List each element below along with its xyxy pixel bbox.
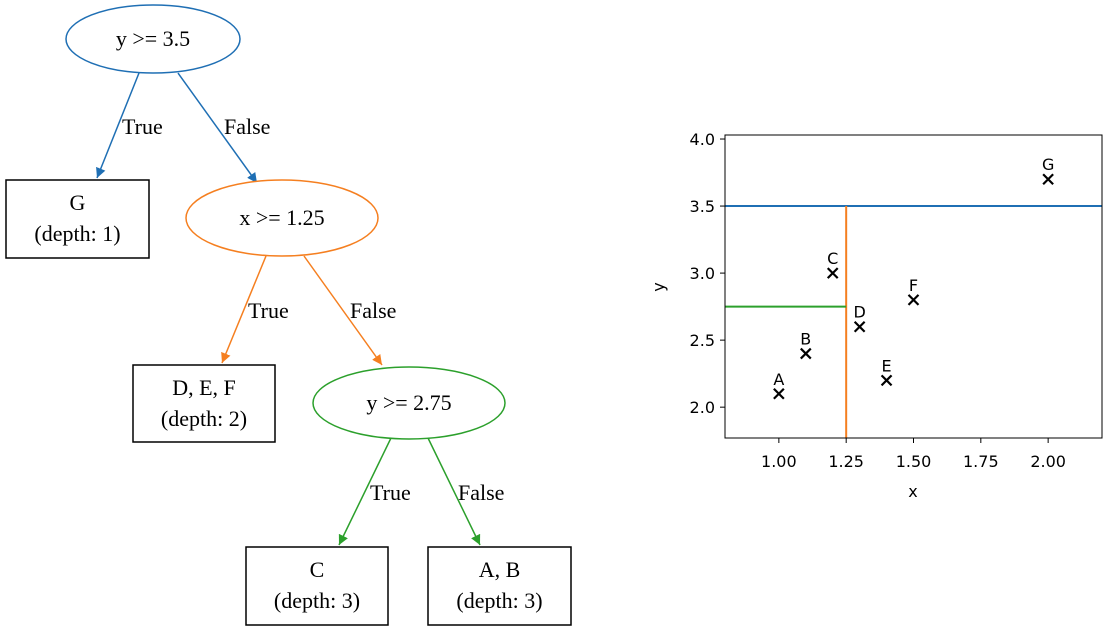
leaf-node-G-depth: (depth: 1) xyxy=(34,221,120,246)
chart-x-axis-label: x xyxy=(908,482,917,501)
point-label-A: A xyxy=(773,370,784,389)
split-node-root-label: y >= 3.5 xyxy=(116,26,190,51)
x-tick-label: 1.00 xyxy=(761,452,797,471)
edge-n3-to-leafC xyxy=(338,437,392,546)
edge-n2-to-n3 xyxy=(303,255,383,366)
chart-x-ticks: 1.00 1.25 1.50 1.75 2.00 xyxy=(761,438,1066,471)
x-tick-label: 1.50 xyxy=(896,452,932,471)
point-marker-F xyxy=(907,294,920,306)
edge-n3-to-leafAB xyxy=(427,437,481,546)
point-label-E: E xyxy=(882,356,892,375)
point-marker-G xyxy=(1042,173,1054,186)
split-node-2: x >= 1.25 xyxy=(185,179,379,257)
x-tick-label: 2.00 xyxy=(1030,452,1066,471)
y-tick-label: 2.0 xyxy=(690,398,715,417)
decision-tree: True False True False True False y >= 3.… xyxy=(5,4,572,626)
leaf-node-DEF: D, E, F (depth: 2) xyxy=(132,364,276,443)
split-node-root: y >= 3.5 xyxy=(65,4,241,74)
edge-root-to-n2 xyxy=(177,72,258,184)
data-point-B: B xyxy=(800,330,812,360)
leaf-node-C: C (depth: 3) xyxy=(245,546,389,626)
y-tick-label: 3.0 xyxy=(690,264,715,283)
leaf-node-G: G (depth: 1) xyxy=(5,179,150,259)
point-label-B: B xyxy=(800,330,811,349)
edge-label-n2-false: False xyxy=(350,298,396,323)
edge-label-n2-true: True xyxy=(248,298,289,323)
x-tick-label: 1.25 xyxy=(828,452,864,471)
data-point-D: D xyxy=(853,303,866,333)
chart-y-axis-label: y xyxy=(649,282,668,291)
y-tick-label: 3.5 xyxy=(690,197,715,216)
tree-edges: True False True False True False xyxy=(96,72,504,546)
chart-points: A B C D E F G xyxy=(773,155,1054,400)
leaf-node-AB: A, B (depth: 3) xyxy=(427,546,572,626)
split-node-3-label: y >= 2.75 xyxy=(366,390,451,415)
leaf-node-C-depth: (depth: 3) xyxy=(274,588,360,613)
point-marker-E xyxy=(880,374,893,387)
edge-label-n3-true: True xyxy=(370,480,411,505)
point-marker-C xyxy=(826,267,839,279)
point-label-G: G xyxy=(1042,155,1054,174)
data-point-C: C xyxy=(826,249,839,279)
edge-label-root-true: True xyxy=(122,114,163,139)
leaf-node-C-label: C xyxy=(310,557,325,582)
split-node-2-label: x >= 1.25 xyxy=(239,205,324,230)
data-point-G: G xyxy=(1042,155,1054,186)
edge-label-n3-false: False xyxy=(458,480,504,505)
point-label-F: F xyxy=(909,276,918,295)
leaf-node-DEF-depth: (depth: 2) xyxy=(161,406,247,431)
split-node-3: y >= 2.75 xyxy=(312,366,506,440)
chart-y-ticks: 2.0 2.5 3.0 3.5 4.0 xyxy=(690,130,725,417)
edge-label-root-false: False xyxy=(224,114,270,139)
edge-root-to-leafG xyxy=(96,72,140,179)
y-tick-label: 2.5 xyxy=(690,331,715,350)
data-point-E: E xyxy=(880,356,893,387)
edge-n2-to-leafDEF xyxy=(221,255,267,364)
leaf-node-AB-label: A, B xyxy=(479,557,521,582)
point-label-C: C xyxy=(827,249,838,268)
data-point-F: F xyxy=(907,276,920,306)
leaf-node-DEF-label: D, E, F xyxy=(172,375,236,400)
point-marker-D xyxy=(853,320,866,333)
point-marker-B xyxy=(800,347,812,360)
point-marker-A xyxy=(773,387,785,400)
chart-split-lines xyxy=(725,205,1102,438)
y-tick-label: 4.0 xyxy=(690,130,715,149)
leaf-node-G-label: G xyxy=(70,190,86,215)
x-tick-label: 1.75 xyxy=(963,452,999,471)
leaf-node-AB-depth: (depth: 3) xyxy=(456,588,542,613)
data-point-A: A xyxy=(773,370,785,400)
point-label-D: D xyxy=(853,303,865,322)
scatter-chart: A B C D E F G 1.00 1.25 1.50 1.75 2.00 2.0 2.5 3.0 3.… xyxy=(649,130,1103,501)
